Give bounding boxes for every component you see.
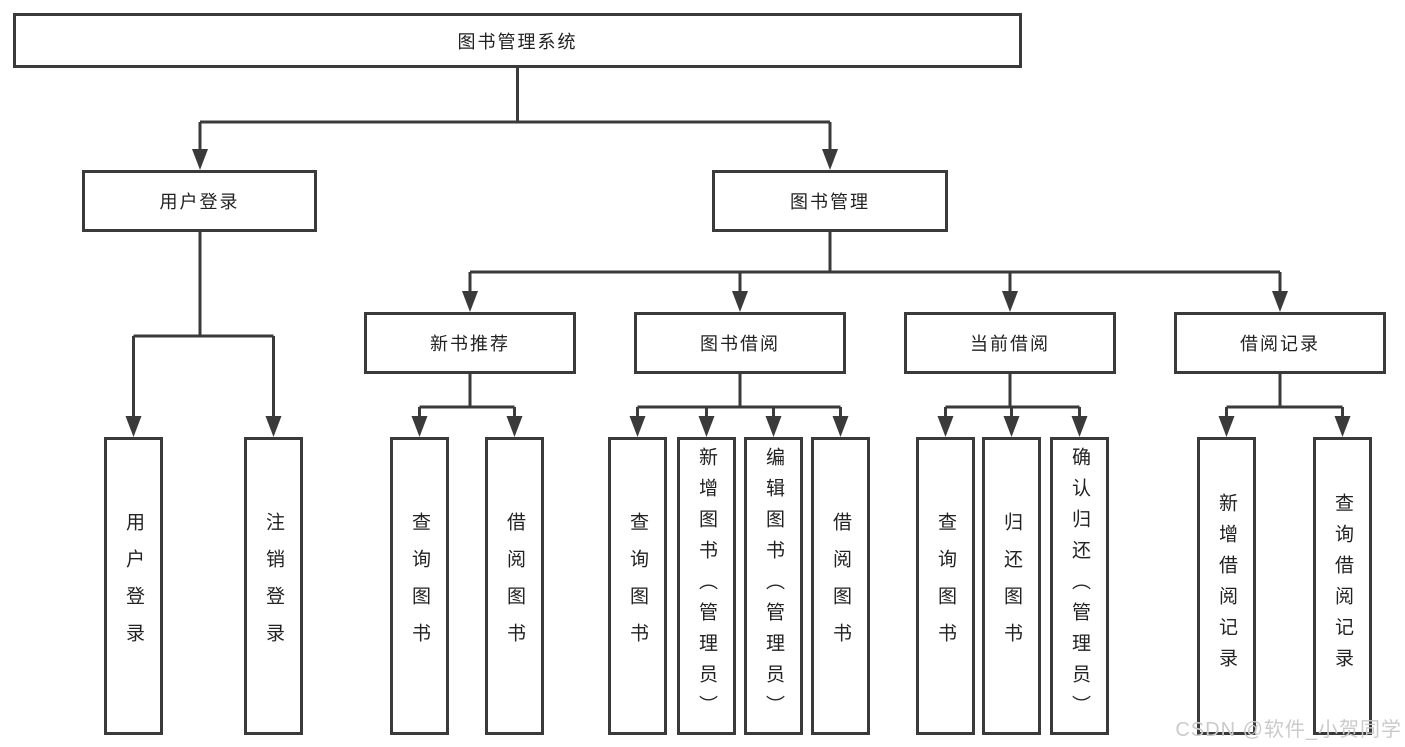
connector-book-borrow-to-leaves	[636, 374, 842, 425]
node-label: 图书管理	[790, 192, 870, 212]
leaf-add-books-admin: 新增图书（管理员）	[677, 437, 736, 735]
node-new-book-recommend: 新书推荐	[364, 312, 576, 374]
node-label: 确认归还（管理员）	[1069, 446, 1090, 726]
node-label: 图书借阅	[700, 334, 780, 354]
leaf-logout: 注销登录	[244, 437, 303, 735]
node-root-book-management-system: 图书管理系统	[13, 13, 1022, 68]
leaf-query-books-recommend: 查询图书	[390, 437, 449, 735]
leaf-user-login: 用户登录	[104, 437, 163, 735]
node-label: 借阅图书	[504, 512, 525, 660]
leaf-borrow-books: 借阅图书	[811, 437, 870, 735]
node-label: 注销登录	[263, 512, 284, 660]
node-label: 用户登录	[159, 192, 240, 212]
node-label: 归还图书	[1001, 512, 1022, 660]
leaf-query-books-current: 查询图书	[916, 437, 975, 735]
node-label: 借阅记录	[1240, 334, 1320, 354]
node-label: 新书推荐	[430, 334, 510, 354]
connector-borrow-records-to-leaves	[1225, 374, 1344, 425]
leaf-borrow-books-recommend: 借阅图书	[485, 437, 544, 735]
node-label: 当前借阅	[970, 334, 1050, 354]
node-label: 图书管理系统	[457, 31, 578, 52]
node-label: 查询图书	[935, 512, 956, 660]
connector-current-borrow-to-leaves	[944, 374, 1081, 425]
leaf-query-borrow-record: 查询借阅记录	[1313, 437, 1372, 735]
leaf-query-books-borrow: 查询图书	[608, 437, 667, 735]
node-label: 用户登录	[123, 512, 144, 660]
node-user-login-branch: 用户登录	[82, 170, 317, 232]
node-book-borrow: 图书借阅	[634, 312, 846, 374]
connector-book-management-to-level3	[468, 232, 1282, 300]
node-label: 查询借阅记录	[1332, 493, 1353, 679]
node-current-borrow: 当前借阅	[904, 312, 1116, 374]
leaf-edit-books-admin: 编辑图书（管理员）	[744, 437, 803, 735]
node-borrow-records: 借阅记录	[1174, 312, 1386, 374]
node-label: 查询图书	[409, 512, 430, 660]
connector-root-to-level2	[198, 68, 832, 158]
connector-user-login-to-leaves	[132, 232, 275, 425]
connector-new-book-recommend-to-leaves	[418, 374, 516, 425]
node-label: 新增借阅记录	[1216, 493, 1237, 679]
node-label: 编辑图书（管理员）	[763, 446, 784, 726]
leaf-confirm-return-admin: 确认归还（管理员）	[1050, 437, 1109, 735]
node-label: 新增图书（管理员）	[696, 446, 717, 726]
node-book-management-branch: 图书管理	[712, 170, 948, 232]
csdn-watermark: CSDN @软件_小贺同学	[1175, 719, 1402, 741]
node-label: 查询图书	[627, 512, 648, 660]
node-label: 借阅图书	[830, 512, 851, 660]
leaf-return-books: 归还图书	[982, 437, 1041, 735]
leaf-add-borrow-record: 新增借阅记录	[1197, 437, 1256, 735]
